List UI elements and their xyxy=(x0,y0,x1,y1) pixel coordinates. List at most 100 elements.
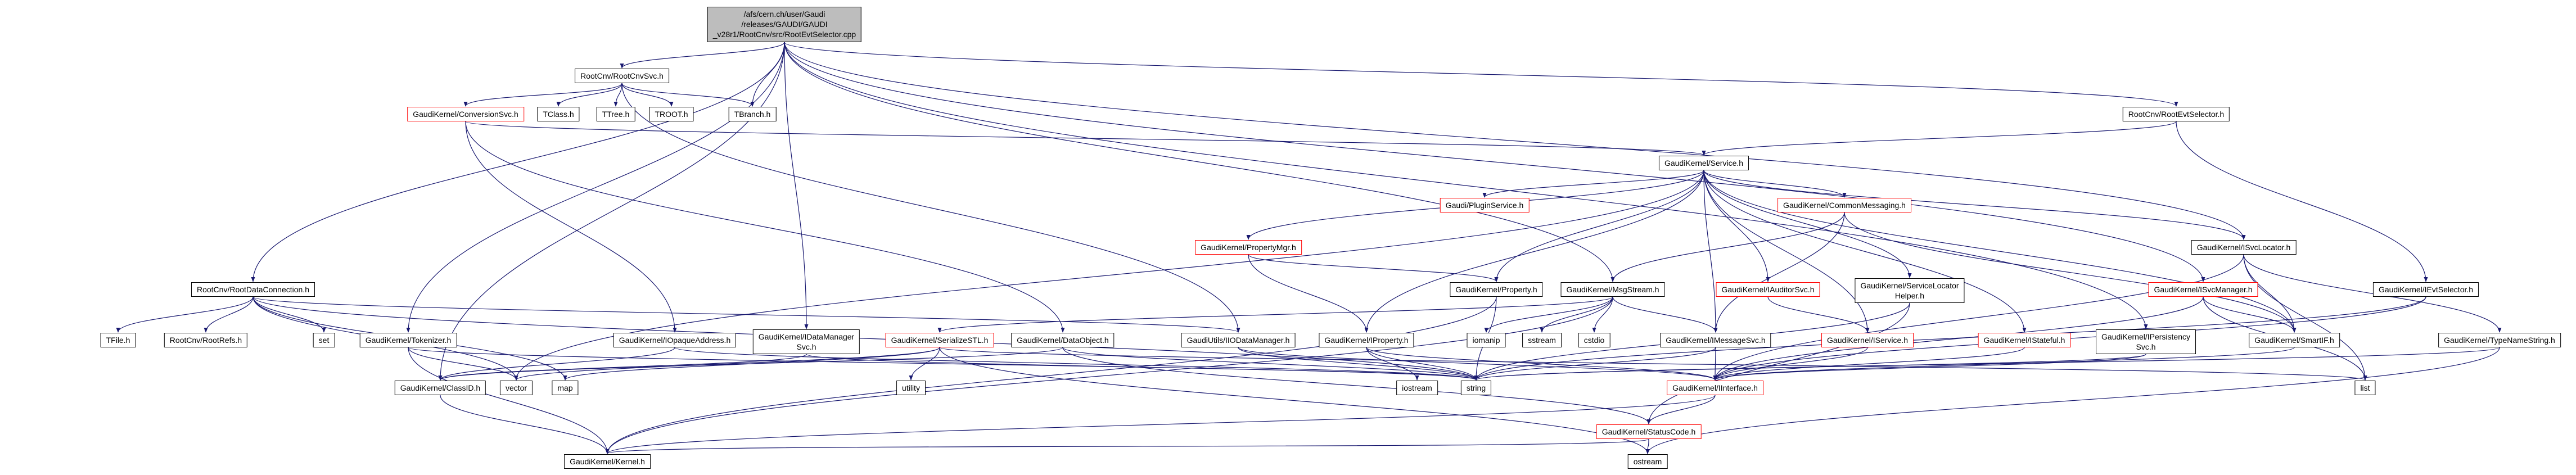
graph-node-main[interactable]: /afs/cern.ch/user/Gaudi /releases/GAUDI/… xyxy=(707,7,862,42)
graph-node-propertymgr[interactable]: GaudiKernel/PropertyMgr.h xyxy=(1195,240,1302,255)
graph-node-vector[interactable]: vector xyxy=(499,381,533,396)
graph-node-idatamanagersvc[interactable]: GaudiKernel/IDataManager Svc.h xyxy=(752,329,860,355)
graph-node-list[interactable]: list xyxy=(2354,381,2376,396)
graph-edge-conversionsvc--iopaqueaddress xyxy=(465,121,677,333)
graph-node-isvclocator[interactable]: GaudiKernel/ISvcLocator.h xyxy=(2191,240,2297,255)
graph-node-conversionsvc[interactable]: GaudiKernel/ConversionSvc.h xyxy=(407,107,524,122)
graph-node-iiodatamanager[interactable]: GaudiUtils/IIODataManager.h xyxy=(1181,333,1296,348)
graph-edge-tokenizer--vector xyxy=(408,347,518,381)
graph-edge-rootcnvsvc--troot xyxy=(621,83,674,107)
graph-node-isvcmanager[interactable]: GaudiKernel/ISvcManager.h xyxy=(2148,282,2258,297)
graph-edge-main--classid xyxy=(438,42,785,381)
graph-node-sstream[interactable]: sstream xyxy=(1522,333,1562,348)
graph-node-iproperty[interactable]: GaudiKernel/IProperty.h xyxy=(1319,333,1414,348)
graph-edge-main--ipersistencysvc xyxy=(784,42,2148,329)
graph-edge-propertymgr--iproperty xyxy=(1248,254,1369,333)
graph-node-msgstream[interactable]: GaudiKernel/MsgStream.h xyxy=(1560,282,1665,297)
graph-node-commonmessaging[interactable]: GaudiKernel/CommonMessaging.h xyxy=(1778,198,1911,213)
graph-node-ipersistencysvc[interactable]: GaudiKernel/IPersistency Svc.h xyxy=(2096,329,2196,355)
graph-edge-conversionsvc--dataobject xyxy=(465,121,1065,333)
graph-edge-conversionsvc--service xyxy=(465,121,1706,156)
graph-edge-iservice--iinterface xyxy=(1713,347,1868,381)
graph-edge-iproperty--iinterface xyxy=(1366,347,1717,381)
graph-edge-rootcnvsvc--iiodatamanager xyxy=(621,83,1240,333)
graph-edge-iproperty--iostream xyxy=(1366,347,1419,381)
graph-node-dataobject[interactable]: GaudiKernel/DataObject.h xyxy=(1011,333,1115,348)
graph-edge-rootcnvsvc--conversionsvc xyxy=(463,83,622,107)
graph-node-tfile[interactable]: TFile.h xyxy=(100,333,136,348)
graph-edge-imessagesvc--string xyxy=(1474,347,1716,381)
graph-node-property[interactable]: GaudiKernel/Property.h xyxy=(1450,282,1543,297)
graph-node-iauditorsvc[interactable]: GaudiKernel/IAuditorSvc.h xyxy=(1716,282,1820,297)
graph-edge-msgstream--serializestl xyxy=(937,296,1613,333)
graph-edge-iiodatamanager--iinterface xyxy=(1238,347,1717,381)
graph-edge-rootdataconnection--set xyxy=(252,296,326,333)
graph-node-utility[interactable]: utility xyxy=(896,381,926,396)
graph-edge-main--idatamanagersvc xyxy=(784,42,809,329)
graph-node-istateful[interactable]: GaudiKernel/IStateful.h xyxy=(1978,333,2071,348)
graph-node-map[interactable]: map xyxy=(552,381,579,396)
graph-edge-main--rootcnvsvc xyxy=(620,42,785,69)
graph-edge-rootcnvsvc--tbranch xyxy=(621,83,755,107)
graph-node-typenamestring[interactable]: GaudiKernel/TypeNameString.h xyxy=(2438,333,2561,348)
graph-node-service[interactable]: GaudiKernel/Service.h xyxy=(1658,156,1749,171)
graph-node-imessagesvc[interactable]: GaudiKernel/IMessageSvc.h xyxy=(1660,333,1771,348)
graph-node-classid[interactable]: GaudiKernel/ClassID.h xyxy=(394,381,486,396)
graph-node-string[interactable]: string xyxy=(1460,381,1492,396)
graph-node-iomanip[interactable]: iomanip xyxy=(1467,333,1506,348)
graph-edge-commonmessaging--msgstream xyxy=(1610,212,1845,282)
graph-node-rootrefs[interactable]: RootCnv/RootRefs.h xyxy=(164,333,248,348)
graph-node-kernel[interactable]: GaudiKernel/Kernel.h xyxy=(564,454,651,469)
graph-edge-rootdataconnection--iiodatamanager xyxy=(252,296,1240,333)
graph-node-troot[interactable]: TROOT.h xyxy=(649,107,694,122)
graph-edge-istateful--iinterface xyxy=(1713,347,2025,381)
graph-node-ttree[interactable]: TTree.h xyxy=(596,107,635,122)
graph-node-tokenizer[interactable]: GaudiKernel/Tokenizer.h xyxy=(359,333,457,348)
graph-edge-servicelocatorhelper--statuscode xyxy=(1646,302,1910,424)
graph-node-serializestl[interactable]: GaudiKernel/SerializeSTL.h xyxy=(885,333,994,348)
graph-node-statuscode[interactable]: GaudiKernel/StatusCode.h xyxy=(1596,424,1702,440)
graph-edge-idatamanagersvc--string xyxy=(806,354,1478,381)
graph-edge-msgstream--kernel xyxy=(605,296,1613,454)
graph-edge-commonmessaging--imessagesvc xyxy=(1713,212,1845,333)
graph-edge-main--rootdataconnection xyxy=(251,42,785,282)
graph-node-cstdio[interactable]: cstdio xyxy=(1578,333,1610,348)
graph-edge-service--imessagesvc xyxy=(1703,170,1718,333)
graph-node-iopaqueaddress[interactable]: GaudiKernel/IOpaqueAddress.h xyxy=(613,333,737,348)
graph-edge-service--vector xyxy=(514,170,1704,381)
graph-node-rootcnvsvc[interactable]: RootCnv/RootCnvSvc.h xyxy=(575,69,669,84)
graph-edge-service--smartif xyxy=(1703,170,2297,333)
graph-node-servicelocatorhelper[interactable]: GaudiKernel/ServiceLocator Helper.h xyxy=(1855,278,1965,304)
graph-node-smartif[interactable]: GaudiKernel/SmartIF.h xyxy=(2249,333,2340,348)
graph-node-rootevtselector[interactable]: RootCnv/RootEvtSelector.h xyxy=(2122,107,2230,122)
graph-edge-msgstream--imessagesvc xyxy=(1612,296,1718,333)
graph-edge-msgstream--sstream xyxy=(1540,296,1613,333)
graph-node-iinterface[interactable]: GaudiKernel/IInterface.h xyxy=(1667,381,1763,396)
graph-edge-property--kernel xyxy=(605,296,1497,454)
graph-edge-service--servicelocatorhelper xyxy=(1703,170,1912,278)
graph-edge-iopaqueaddress--classid xyxy=(438,347,675,381)
graph-node-rootdataconnection[interactable]: RootCnv/RootDataConnection.h xyxy=(191,282,315,297)
graph-edge-main--tokenizer xyxy=(406,42,785,333)
graph-edge-main--isvcmanager xyxy=(784,42,2205,282)
graph-edge-rootcnvsvc--tclass xyxy=(556,83,622,107)
graph-node-ostream[interactable]: ostream xyxy=(1627,454,1668,469)
graph-edge-service--iservice xyxy=(1703,170,1870,333)
graph-node-pluginservice[interactable]: Gaudi/PluginService.h xyxy=(1440,198,1530,213)
graph-edge-iiodatamanager--string xyxy=(1238,347,1478,381)
graph-node-ievtselector[interactable]: GaudiKernel/IEvtSelector.h xyxy=(2372,282,2479,297)
graph-edge-iproperty--string xyxy=(1366,347,1478,381)
graph-node-tbranch[interactable]: TBranch.h xyxy=(728,107,777,122)
graph-node-tclass[interactable]: TClass.h xyxy=(537,107,580,122)
graph-edge-rootdataconnection--string xyxy=(252,296,1478,381)
graph-node-iservice[interactable]: GaudiKernel/IService.h xyxy=(1821,333,1914,348)
graph-edge-serializestl--list xyxy=(939,347,2367,381)
graph-node-set[interactable]: set xyxy=(313,333,335,348)
graph-edge-service--iauditorsvc xyxy=(1703,170,1770,282)
graph-node-iostream[interactable]: iostream xyxy=(1396,381,1438,396)
graph-edge-isvclocator--list xyxy=(2243,254,2367,381)
graph-edge-commonmessaging--smartif xyxy=(1844,212,2297,333)
graph-edge-tokenizer--kernel xyxy=(408,347,610,454)
